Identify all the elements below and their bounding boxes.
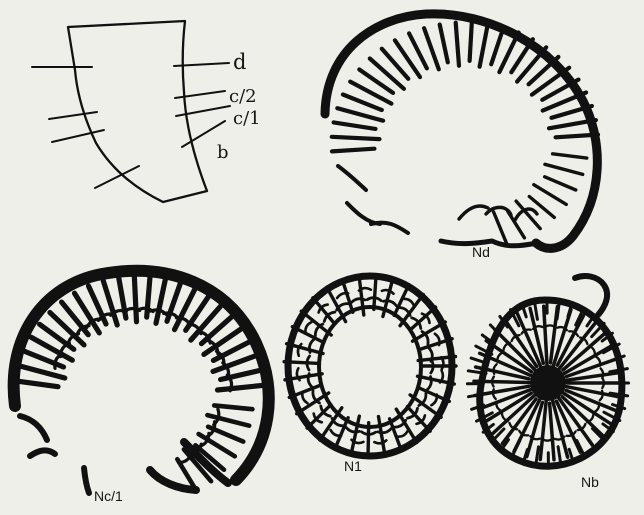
n1-septum-23 [342, 280, 353, 313]
nd-septum-17 [491, 28, 503, 65]
nd-septum-13 [440, 25, 448, 63]
section-n1: N1 [284, 275, 456, 474]
nb-ring-cell-9 [530, 436, 540, 439]
section-nb: Nb [467, 276, 628, 490]
nd-septum-2 [332, 137, 380, 139]
nc1-septum-1 [16, 381, 58, 387]
nc1-septum-14 [156, 278, 166, 324]
nd-septum-1 [332, 149, 374, 152]
nb-ring-cell-23 [557, 327, 567, 330]
n1-outer-dissepiment-11 [298, 344, 301, 356]
n1-septum-9 [368, 423, 369, 457]
cut-line-left-lower [52, 130, 104, 142]
n1-septum-17 [284, 362, 317, 364]
nb-ring-cell-12 [502, 413, 508, 421]
n1-outer-dissepiment-15 [359, 288, 371, 291]
n1-outer-dissepiment-10 [297, 368, 300, 380]
nb-fringe-mark-40 [610, 369, 628, 372]
n1-dissepiment-15 [315, 324, 323, 336]
nb-fringe-mark-20 [469, 394, 487, 397]
nd-septum-3 [334, 122, 376, 128]
nb-fringe-mark-14 [512, 441, 520, 457]
nd-septum-27 [556, 135, 598, 138]
nd-septum-20 [517, 47, 546, 81]
nc1-lower-cell-5 [179, 453, 192, 462]
nb-ring-cell-21 [533, 326, 543, 329]
section-nd-lower-left-fragments [338, 166, 408, 233]
nd-septum-22 [532, 68, 569, 95]
n1-septum-25 [374, 275, 376, 309]
n1-outer-dissepiment-7 [331, 430, 342, 436]
nb-fringe-mark-23 [471, 358, 483, 362]
section-nc1-lower-left-fragments [20, 416, 89, 493]
nb-septum-9 [550, 403, 554, 460]
nd-septum-8 [370, 59, 404, 89]
nc1-lower-septum-1 [214, 405, 252, 409]
n1-outer-dissepiment-20 [441, 357, 443, 369]
section-label-n1: N1 [344, 458, 362, 474]
n1-outer-dissepiment-1 [440, 371, 443, 383]
n1-outer-dissepiment-12 [305, 322, 311, 332]
n1-outer-dissepiment-6 [352, 440, 364, 443]
nd-septum-14 [456, 23, 459, 66]
nb-ring-cell-26 [589, 346, 595, 354]
n1-septum-11 [335, 418, 348, 450]
nd-lower-septum-3 [545, 177, 576, 190]
nd-lower-septum-1 [553, 154, 587, 158]
nb-ring-cell-4 [587, 414, 593, 422]
level-label-b: b [217, 142, 229, 163]
n1-outer-dissepiment-9 [302, 392, 307, 403]
specimen-outline [68, 21, 207, 202]
schematic-specimen: d c/2 c/1 b [32, 21, 261, 202]
nc1-septum-12 [134, 275, 136, 322]
nb-ring-cell-18 [503, 343, 510, 351]
n1-outer-dissepiment-17 [404, 299, 414, 306]
nd-lower-septum-4 [534, 185, 567, 205]
cut-line-left-middle [49, 112, 97, 119]
nd-lower-septum-8 [494, 212, 508, 245]
level-label-d: d [233, 50, 246, 74]
section-nc1: Nc/1 [14, 271, 269, 504]
level-label-c2: c/2 [229, 86, 257, 107]
section-label-nd: Nd [472, 244, 490, 260]
nd-septum-4 [337, 108, 383, 121]
nd-lower-septum-2 [545, 164, 583, 174]
nd-lower-septum-5 [529, 197, 554, 218]
n1-dissepiment-17 [337, 304, 350, 310]
section-label-nb: Nb [581, 474, 599, 490]
n1-septum-5 [407, 407, 430, 432]
section-nd-wall [325, 14, 597, 249]
nb-septum-18 [474, 381, 534, 382]
n1-septum-7 [390, 419, 402, 451]
nd-septum-16 [480, 24, 488, 67]
nb-ring-cell-8 [542, 439, 552, 441]
n1-septum-8 [379, 417, 386, 456]
nb-septum-26 [544, 306, 548, 368]
nd-septum-15 [470, 23, 472, 61]
nb-ring-cell-22 [545, 325, 555, 327]
n1-outer-dissepiment-4 [397, 431, 408, 437]
section-label-nc1: Nc/1 [94, 488, 123, 504]
n1-dissepiment-21 [399, 308, 411, 316]
section-nd: Nd [325, 14, 598, 260]
nb-ring-cell-7 [555, 437, 565, 440]
n1-outer-dissepiment-5 [374, 440, 386, 443]
nc1-septum-24 [218, 385, 265, 390]
level-label-c1: c/1 [233, 108, 261, 129]
cut-line-c2 [175, 91, 225, 98]
